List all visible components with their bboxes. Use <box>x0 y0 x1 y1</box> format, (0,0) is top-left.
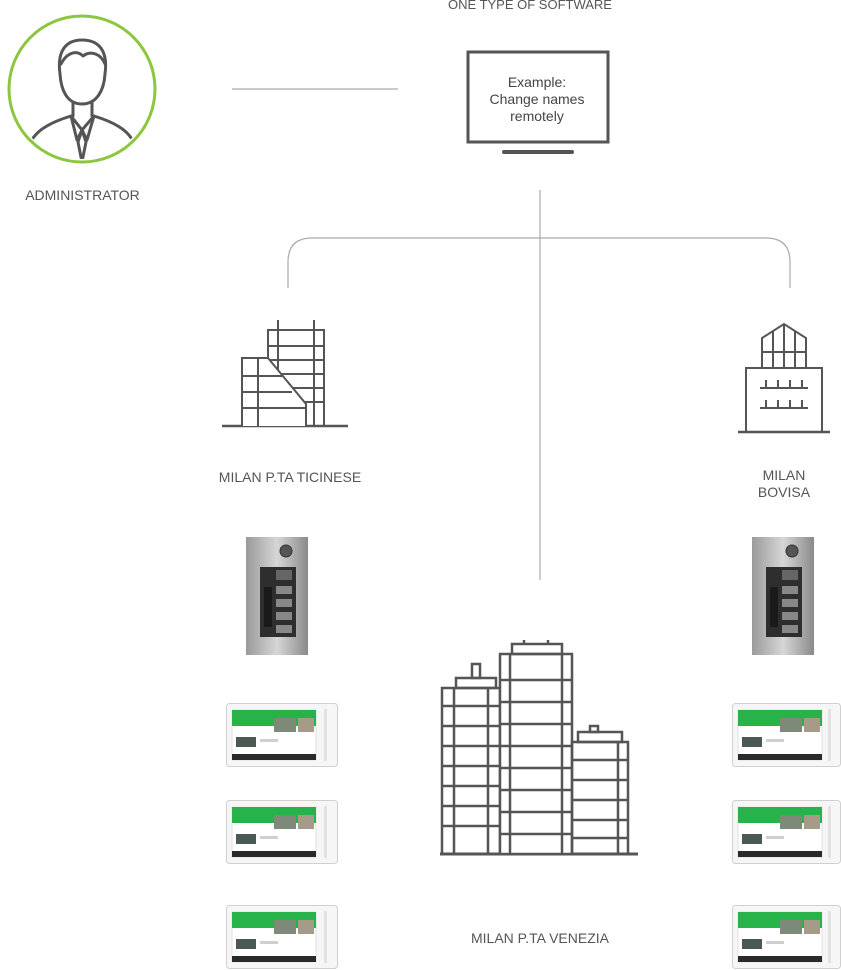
monitor-line-2: Change names <box>489 90 585 107</box>
monitor-icon <box>464 50 612 160</box>
software-label: ONE TYPE OF SOFTWARE <box>448 0 612 12</box>
branch-line <box>287 237 791 288</box>
door-entry-panel-ticinese <box>246 537 308 655</box>
administrator-avatar <box>5 12 160 167</box>
site-bovisa-label: MILAN BOVISA <box>734 467 834 501</box>
site-venezia-label: MILAN P.TA VENEZIA <box>471 930 609 946</box>
monitor-line-1: Example: <box>507 73 567 90</box>
indoor-panel-ticinese-1 <box>226 703 338 767</box>
building-bovisa-icon <box>736 322 832 436</box>
site-bovisa-line-2: BOVISA <box>757 484 811 500</box>
user-icon <box>7 14 157 164</box>
building-venezia-icon <box>440 640 640 860</box>
administrator-label: ADMINISTRATOR <box>25 187 140 203</box>
indoor-panel-bovisa-3 <box>732 905 841 969</box>
indoor-panel-ticinese-3 <box>226 905 338 969</box>
door-entry-panel-bovisa <box>752 537 814 655</box>
monitor-line-3: remotely <box>510 107 564 124</box>
indoor-panel-bovisa-2 <box>732 800 841 864</box>
indoor-panel-ticinese-2 <box>226 800 338 864</box>
building-ticinese-icon <box>222 318 348 430</box>
site-bovisa-line-1: MILAN <box>762 467 806 483</box>
site-ticinese-label: MILAN P.TA TICINESE <box>218 469 362 485</box>
monitor-text: Example: Change names remotely <box>470 56 604 142</box>
indoor-panel-bovisa-1 <box>732 703 841 767</box>
